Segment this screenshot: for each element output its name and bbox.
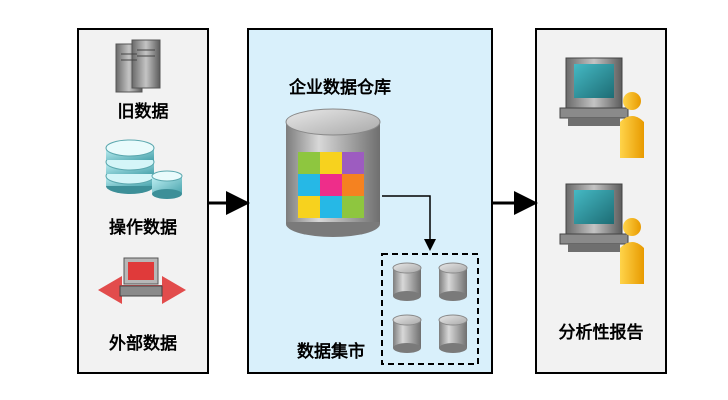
database-stack-icon [105,139,183,199]
legacy-data-label: 旧数据 [117,102,169,122]
datamart-label: 数据集市 [297,342,365,362]
analytical-report-label: 分析性报告 [558,323,644,343]
datamart-cylinder-icon [438,314,468,353]
datamart-cylinder-icon [392,314,422,353]
warehouse-cylinder-icon [285,108,381,237]
arrow-warehouse-to-datamart [382,195,436,251]
operational-data-label: 操作数据 [109,218,177,238]
datamart-cylinder-icon [438,262,468,301]
warehouse-title: 企业数据仓库 [289,78,391,98]
datamart-box [381,253,479,365]
server-icon [115,39,161,93]
external-network-icon [98,257,186,304]
external-data-label: 外部数据 [109,334,177,354]
datamart-cylinder-icon [392,262,422,301]
user-computer-icon [559,183,644,284]
user-computer-icon [559,57,644,158]
